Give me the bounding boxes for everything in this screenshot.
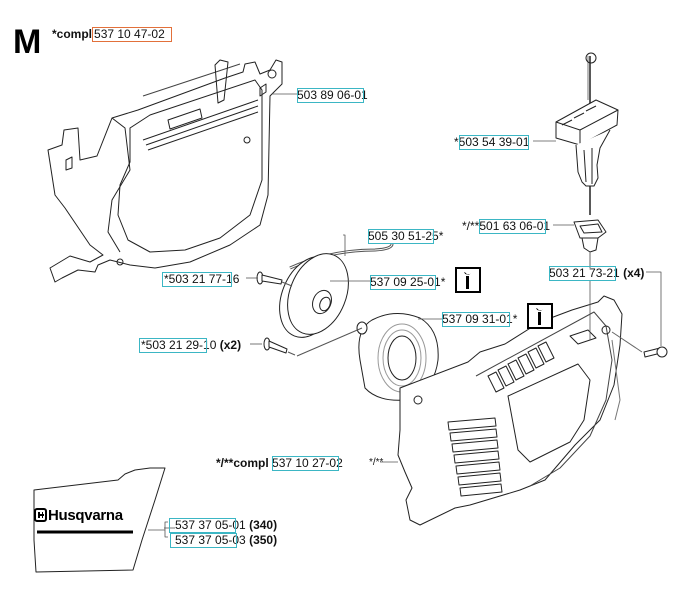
leader-lines bbox=[148, 93, 662, 538]
husqvarna-crown-logo-icon bbox=[34, 508, 47, 522]
part-number-link[interactable]: 537 37 05-01 bbox=[169, 518, 246, 533]
recoil-spring-part bbox=[356, 313, 439, 401]
decal-part bbox=[33, 467, 166, 573]
starter-pulley-part bbox=[279, 253, 349, 338]
rope-guide-part bbox=[573, 219, 607, 268]
part-number-link[interactable]: 537 09 25-01 bbox=[370, 275, 441, 290]
callout-pulley: 537 09 25-01* bbox=[370, 275, 446, 290]
part-number-link[interactable]: 503 54 39-01 bbox=[458, 135, 530, 150]
callout-recoil-spring: 537 09 31-01* bbox=[442, 312, 518, 327]
housing-part bbox=[47, 59, 283, 283]
callout-bolt-spring: *503 21 29-10 (x2) bbox=[138, 338, 241, 353]
callout-bolt-pulley: *503 21 77-16 bbox=[161, 272, 239, 287]
cover-note: */** bbox=[369, 457, 384, 468]
part-number-link[interactable]: 503 21 29-10 bbox=[138, 338, 216, 353]
section-letter: M bbox=[13, 23, 42, 61]
husqvarna-decal-label: Husqvarna bbox=[34, 507, 123, 524]
callout-decal-350: 537 37 05-03 (350) bbox=[170, 533, 277, 548]
part-number-link[interactable]: 537 10 27-02 bbox=[272, 456, 343, 471]
callout-starter-rope: 505 30 51-25* bbox=[368, 229, 444, 244]
callout-rope-guide: */**501 63 06-01 bbox=[462, 219, 551, 234]
callout-decal-340: 537 37 05-01 (340) bbox=[169, 518, 277, 533]
callout-housing: 503 89 06-01 bbox=[297, 88, 368, 103]
part-number-link[interactable]: 537 37 05-03 bbox=[170, 533, 246, 548]
part-number-link[interactable]: 503 21 77-16 bbox=[161, 272, 239, 287]
part-number-link[interactable]: 503 89 06-01 bbox=[297, 88, 368, 103]
callout-starter-cover: */**compl 537 10 27-02 bbox=[216, 456, 343, 471]
screw-part bbox=[611, 331, 668, 358]
bolt-part bbox=[256, 271, 293, 287]
part-number-link[interactable]: 501 63 06-01 bbox=[479, 219, 551, 234]
bolt-part bbox=[263, 327, 363, 357]
compl-prefix: *compl bbox=[52, 27, 93, 41]
wrench-icon bbox=[527, 303, 553, 329]
starter-handle-part bbox=[555, 52, 619, 215]
callout-starter-handle: *503 54 39-01 bbox=[454, 135, 530, 150]
callout-cover-screw: 503 21 73-21 (x4) bbox=[549, 266, 645, 281]
compl-part-number[interactable]: 537 10 47-02 bbox=[92, 27, 173, 42]
wrench-icon bbox=[455, 267, 481, 293]
part-number-link[interactable]: 503 21 73-21 bbox=[549, 266, 620, 281]
part-number-link[interactable]: 505 30 51-25 bbox=[368, 229, 439, 244]
part-number-link[interactable]: 537 09 31-01 bbox=[442, 312, 513, 327]
